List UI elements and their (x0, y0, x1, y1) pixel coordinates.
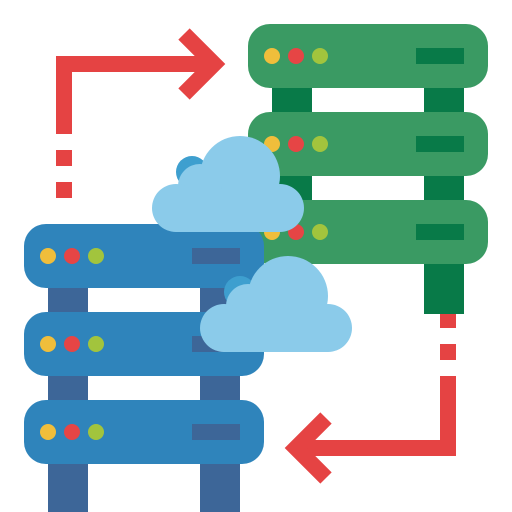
rack-leg-right (424, 262, 464, 314)
yellow-light-icon (264, 48, 280, 64)
server-unit-body (24, 224, 264, 288)
transfer-arrows (56, 28, 456, 484)
red-light-icon (64, 424, 80, 440)
yellow-light-icon (40, 336, 56, 352)
green-light-icon (88, 336, 104, 352)
server-unit-body (248, 24, 488, 88)
drive-slot (192, 248, 240, 264)
drive-slot (192, 424, 240, 440)
red-light-icon (64, 248, 80, 264)
server-unit (24, 224, 264, 288)
cloud-icon (152, 136, 304, 232)
red-light-icon (288, 136, 304, 152)
drive-slot (416, 224, 464, 240)
server-unit-body (248, 112, 488, 176)
server-unit (24, 400, 264, 464)
red-light-icon (64, 336, 80, 352)
cloud-icon (200, 256, 352, 352)
drive-slot (416, 48, 464, 64)
server-unit-body (24, 400, 264, 464)
green-light-icon (88, 248, 104, 264)
drive-slot (416, 136, 464, 152)
cloud-base (224, 312, 328, 352)
arrow-dash (56, 150, 72, 166)
green-light-icon (312, 48, 328, 64)
green-light-icon (88, 424, 104, 440)
yellow-light-icon (40, 424, 56, 440)
rack-leg-right (200, 462, 240, 512)
server-unit (248, 200, 488, 264)
blue-server-rack (24, 224, 264, 512)
arrow-left-shaft (304, 376, 456, 456)
server-unit-body (248, 200, 488, 264)
arrow-dash (440, 312, 456, 328)
red-light-icon (288, 48, 304, 64)
rack-leg-left (48, 462, 88, 512)
clouds (152, 136, 352, 352)
green-light-icon (312, 224, 328, 240)
yellow-light-icon (40, 248, 56, 264)
cloud-base (176, 192, 280, 232)
arrow-left-icon (284, 412, 332, 484)
server-unit (248, 24, 488, 88)
arrow-right-shaft (56, 56, 206, 134)
green-light-icon (312, 136, 328, 152)
arrow-dash (56, 182, 72, 198)
arrow-right-icon (178, 28, 226, 100)
server-unit (248, 112, 488, 176)
arrow-dash (440, 344, 456, 360)
